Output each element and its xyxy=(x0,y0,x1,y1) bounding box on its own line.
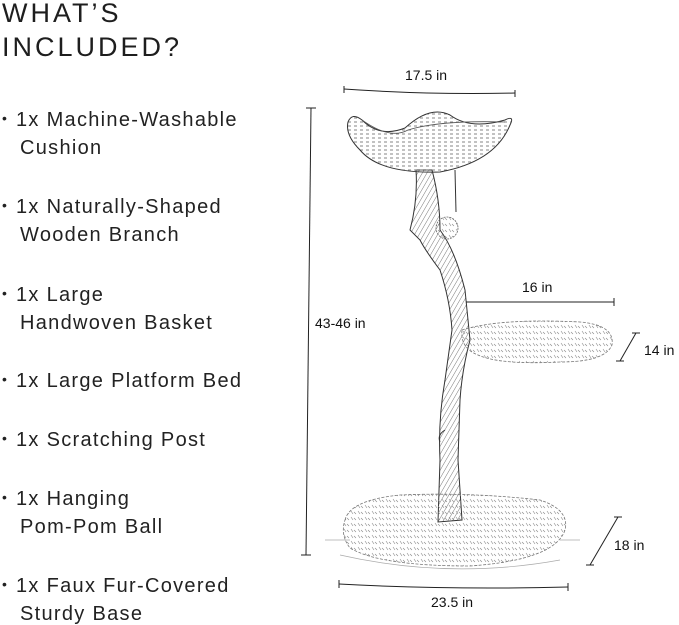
item-line-1: 1x Large xyxy=(16,284,105,306)
platform-width-label: 16 in xyxy=(522,279,553,295)
bullet-icon: • xyxy=(2,430,9,446)
list-item-base: • 1x Faux Fur-Covered Sturdy Base xyxy=(2,570,230,625)
item-line-2: Cushion xyxy=(20,137,103,159)
basket-width-label: 17.5 in xyxy=(405,67,448,83)
height-label: 43-46 in xyxy=(315,315,366,331)
platform-depth-line xyxy=(616,332,640,362)
item-line-2: Sturdy Base xyxy=(20,603,144,625)
base-width-label: 23.5 in xyxy=(431,594,474,610)
list-item-cushion: • 1x Machine-Washable Cushion xyxy=(2,104,238,162)
base-depth-line xyxy=(586,516,622,566)
item-line-2: Wooden Branch xyxy=(20,224,180,246)
height-dimension-line xyxy=(301,107,316,556)
list-item-scratching-post: • 1x Scratching Post xyxy=(2,424,206,454)
basket-width-line xyxy=(343,86,516,97)
faux-fur-base xyxy=(325,493,580,570)
item-line-2: Pom-Pom Ball xyxy=(20,516,164,538)
platform-bed xyxy=(461,320,613,364)
bullet-icon: • xyxy=(2,110,9,126)
handwoven-basket xyxy=(347,111,513,173)
pom-pom-ball xyxy=(435,169,459,240)
bullet-icon: • xyxy=(2,371,9,387)
list-item-basket: • 1x Large Handwoven Basket xyxy=(2,279,213,337)
base-depth-label: 18 in xyxy=(614,537,645,553)
item-line-1: 1x Machine-Washable xyxy=(16,109,238,131)
item-line-1: 1x Large Platform Bed xyxy=(16,370,243,392)
cat-tree-illustration xyxy=(301,86,640,591)
platform-width-line xyxy=(466,298,615,306)
item-line-2: Handwoven Basket xyxy=(20,312,214,334)
title-line-2: INCLUDED? xyxy=(2,32,183,62)
item-line-1: 1x Scratching Post xyxy=(16,429,207,451)
platform-depth-label: 14 in xyxy=(644,342,675,358)
list-item-pom-pom: • 1x Hanging Pom-Pom Ball xyxy=(2,483,163,541)
item-line-1: 1x Hanging xyxy=(16,488,131,510)
base-width-line xyxy=(338,580,569,591)
bullet-icon: • xyxy=(2,285,9,301)
page-title: WHAT’S INCLUDED? xyxy=(2,0,182,64)
item-line-1: 1x Faux Fur-Covered xyxy=(16,575,230,597)
bullet-icon: • xyxy=(2,197,9,213)
title-line-1: WHAT’S xyxy=(2,0,122,28)
bullet-icon: • xyxy=(2,489,9,505)
list-item-platform-bed: • 1x Large Platform Bed xyxy=(2,365,242,395)
list-item-branch: • 1x Naturally-Shaped Wooden Branch xyxy=(2,191,222,249)
item-line-1: 1x Naturally-Shaped xyxy=(16,196,222,218)
bullet-icon: • xyxy=(2,576,9,592)
